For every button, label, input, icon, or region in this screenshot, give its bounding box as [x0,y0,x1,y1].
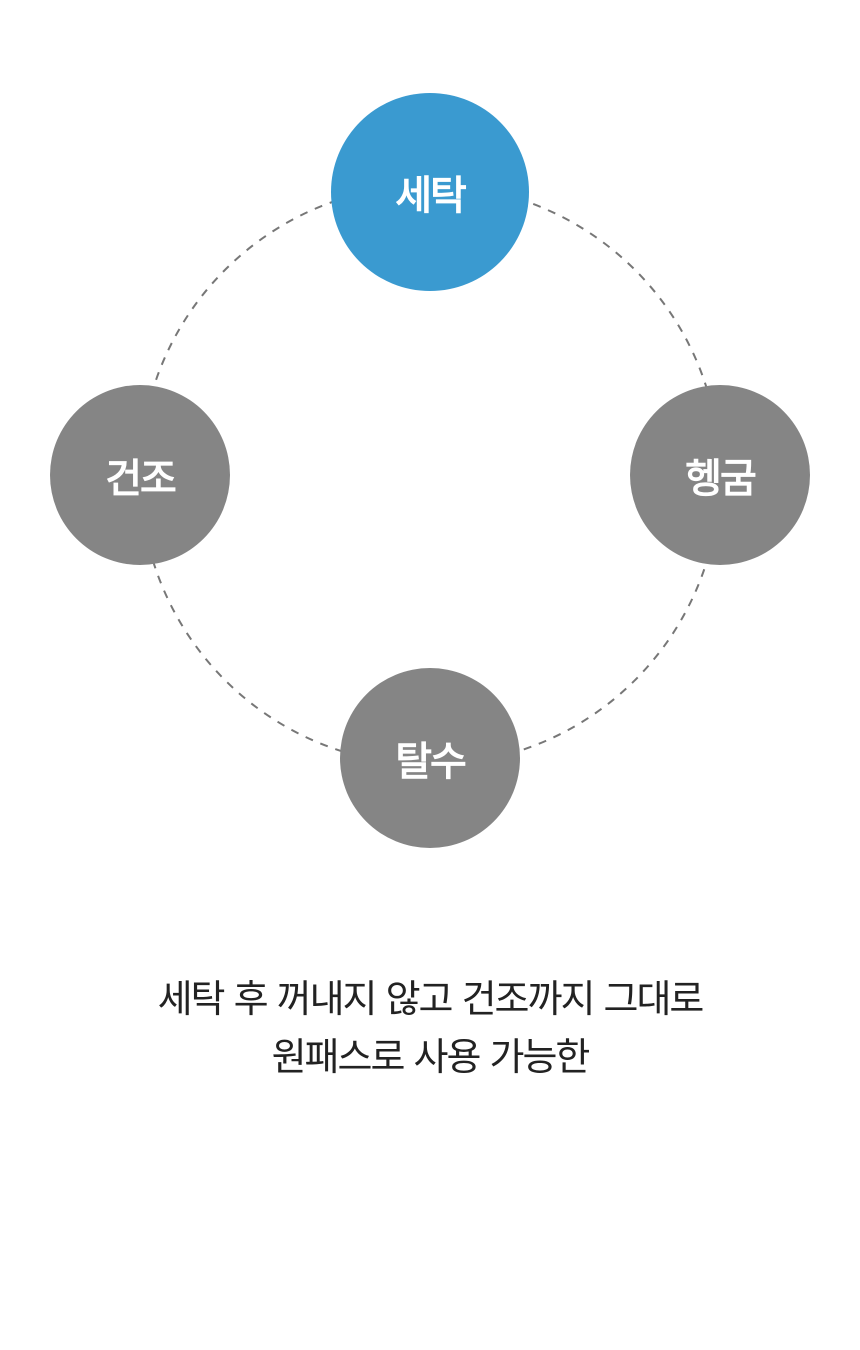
node-label: 건조 [105,456,177,502]
node-label: 탈수 [395,739,467,785]
node-label: 헹굼 [685,456,757,502]
node-rinse: 헹굼 [630,385,810,565]
caption-line-1: 세탁 후 꺼내지 않고 건조까지 그대로 [157,977,705,1021]
node-label: 세탁 [395,173,467,219]
caption-line-2: 원패스로 사용 가능한 [271,1035,591,1079]
node-spin: 탈수 [340,668,520,848]
node-dry: 건조 [50,385,230,565]
node-wash: 세탁 [331,93,529,291]
